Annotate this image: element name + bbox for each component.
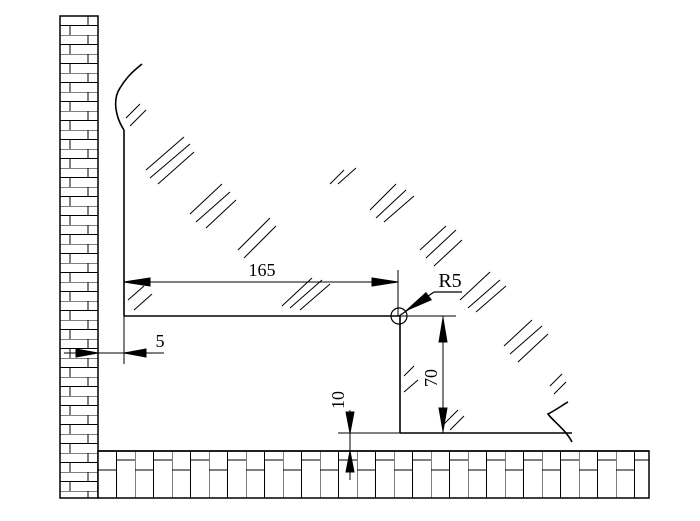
brick-wall	[59, 15, 99, 499]
dimension-10	[338, 410, 400, 480]
dimension-label-r5: R5	[438, 270, 461, 292]
radius-callout	[390, 291, 462, 325]
dimension-5	[64, 316, 164, 364]
dimension-label-70: 70	[421, 369, 441, 387]
dimension-label-165: 165	[249, 260, 276, 280]
dimension-label-10: 10	[328, 391, 348, 409]
dimension-165	[123, 270, 399, 316]
dimension-label-5: 5	[156, 331, 165, 351]
dimension-70	[400, 315, 456, 433]
glass-panel-outline	[114, 63, 573, 443]
glass-hatching	[125, 103, 567, 431]
brick-floor	[97, 450, 650, 499]
